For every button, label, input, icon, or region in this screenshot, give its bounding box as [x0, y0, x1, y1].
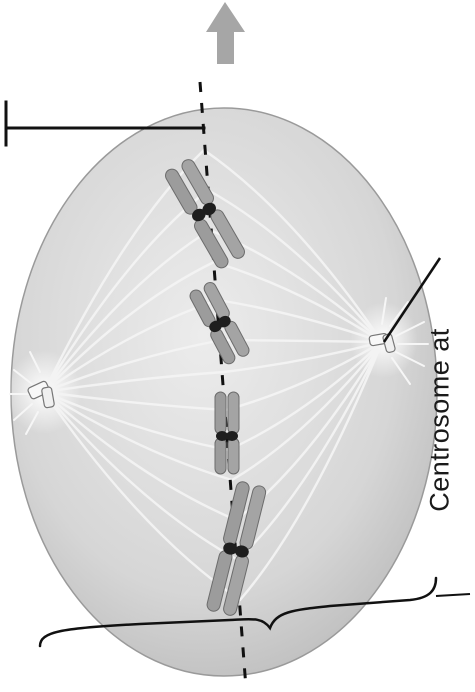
- centromere: [226, 431, 238, 441]
- centrosome-label: Centrosome at: [425, 328, 456, 512]
- up-arrow-icon: [206, 2, 245, 64]
- brace-tail: [436, 594, 470, 596]
